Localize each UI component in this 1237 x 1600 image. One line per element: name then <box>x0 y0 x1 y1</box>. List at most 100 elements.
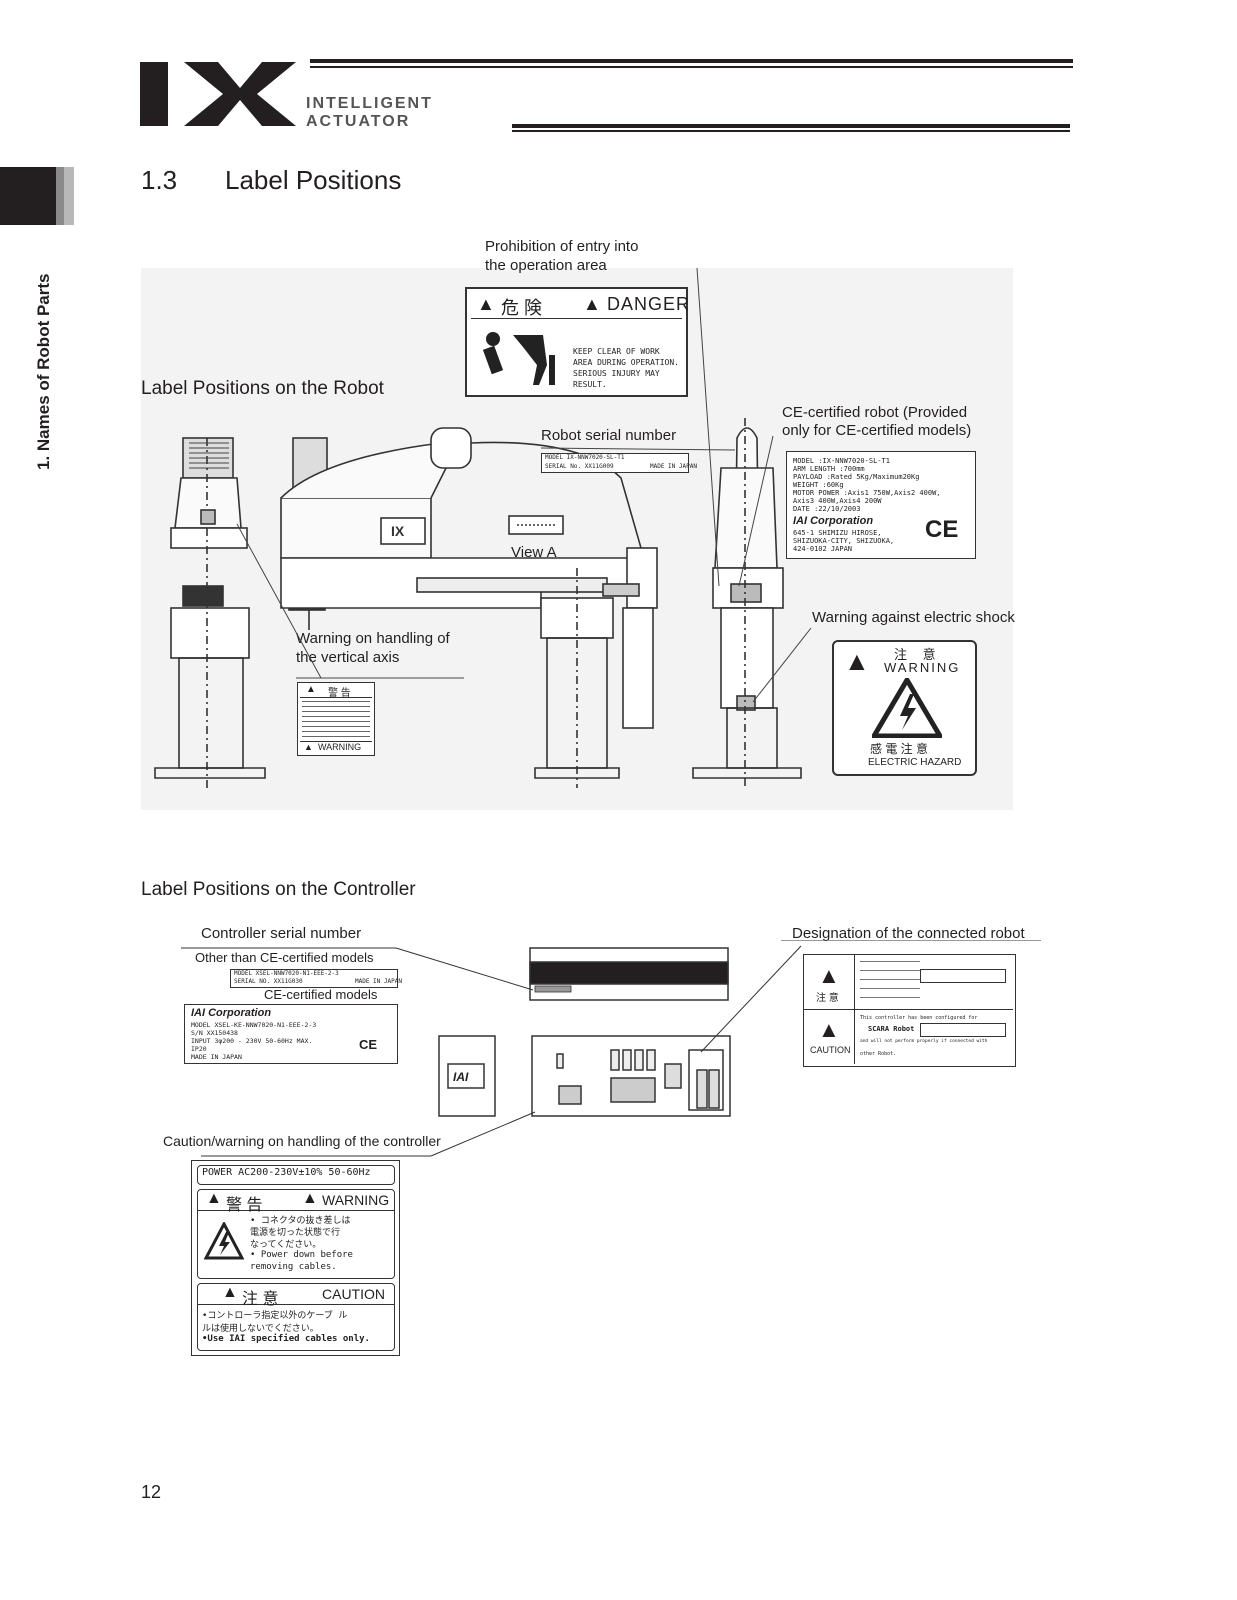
controller-drawing: IAI <box>181 940 1041 1157</box>
danger-warning-icon: ▲ <box>477 294 495 314</box>
warning-icon: ▲ <box>206 1190 222 1207</box>
ce-robot-line-6: Axis3 400W,Axis4 200W <box>793 497 882 505</box>
robot-rear-view <box>692 418 802 788</box>
shock-jp-top: 注 意 <box>894 647 942 662</box>
callout-view-a: View A <box>511 544 557 561</box>
danger-line-2: AREA DURING OPERATION. <box>573 358 679 367</box>
designation-en-line-2: and will not perform properly if connect… <box>860 1039 988 1044</box>
caution-box: ▲ 注 意 CAUTION •コントローラ指定以外のケーブ ル ルは使用しないで… <box>197 1283 395 1351</box>
non-ce-made: MADE IN JAPAN <box>355 978 402 985</box>
ce-robot-line-7: DATE :22/10/2003 <box>793 505 861 513</box>
chapter-label: 1. Names of Robot Parts <box>34 273 53 471</box>
warning-jp: 警 告 <box>226 1197 263 1214</box>
controller-front-logo: IAI <box>453 1070 469 1084</box>
danger-label: ▲ 危 険 ▲ DANGER KEEP CLEAR OF WORK AREA D… <box>465 287 691 397</box>
controller-ce-line-1: MODEL XSEL-KE-NNW7020-N1-EEE-2-3 <box>191 1021 317 1029</box>
ce-robot-address-3: 424-0102 JAPAN <box>793 545 853 553</box>
ce-robot-line-2: ARM LENGTH :700mm <box>793 465 865 473</box>
danger-jp: 危 険 <box>501 298 543 318</box>
danger-line-4: RESULT. <box>573 380 607 389</box>
callout-controller-serial: Controller serial number <box>201 925 362 942</box>
robot-serial-model: MODEL IX-NNW7020-SL-T1 <box>545 454 625 461</box>
warning-line-3: なってください。 <box>250 1240 322 1250</box>
designation-field-jp <box>920 969 1006 983</box>
lightning-hazard-icon <box>872 678 942 738</box>
ce-robot-line-5: MOTOR POWER :Axis1 750W,Axis2 400W, <box>793 489 941 497</box>
warning-line-2: 電源を切った状態で行 <box>250 1228 341 1238</box>
robot-heading: Label Positions on the Robot <box>141 378 384 399</box>
designation-warning-icon: ▲ <box>818 963 840 988</box>
shock-en-top: WARNING <box>884 660 961 675</box>
designation-en-line: This controller has been configured for <box>860 1015 978 1021</box>
controller-ce-line-4: IP20 <box>191 1045 207 1053</box>
vertical-warning-jp: 警 告 <box>328 688 351 699</box>
ce-robot-label: MODEL :IX-NNW7020-SL-T1 ARM LENGTH :700m… <box>786 451 976 559</box>
warning-icon-2: ▲ <box>302 1190 318 1207</box>
power-rating: POWER AC200-230V±10% 50-60Hz <box>202 1167 371 1178</box>
header-rule-top <box>310 59 1073 63</box>
callout-controller-caution: Caution/warning on handling of the contr… <box>163 1133 441 1149</box>
robot-side-view: IX <box>280 427 658 788</box>
callout-prohibition-line1: Prohibition of entry into <box>485 238 639 255</box>
callout-vertical-line2: the vertical axis <box>296 649 400 666</box>
electric-hazard-icon <box>204 1222 244 1260</box>
ce-robot-line-3: PAYLOAD :Rated 5Kg/Maximum20Kg <box>793 473 920 481</box>
svg-text:IX: IX <box>391 523 405 539</box>
warning-line-4: • Power down before <box>250 1250 353 1260</box>
controller-caution-label: POWER AC200-230V±10% 50-60Hz ▲ 警 告 ▲ WAR… <box>191 1160 400 1356</box>
warning-line-5: removing cables. <box>250 1262 337 1272</box>
designation-jp-text <box>860 961 920 1003</box>
controller-serial-label-non-ce: MODEL XSEL-NNW7020-N1-EEE-2-3 SERIAL NO.… <box>230 969 402 988</box>
controller-ce-line-5: MADE IN JAPAN <box>191 1053 242 1061</box>
shock-jp-bottom: 感 電 注 意 <box>870 742 929 756</box>
designation-en-caution: CAUTION <box>810 1045 851 1055</box>
designation-robot-type: SCARA Robot <box>868 1025 915 1033</box>
danger-warning-icon-2: ▲ <box>583 294 601 314</box>
section-number: 1.3 <box>141 165 178 195</box>
header-rule-top-thin <box>310 66 1073 68</box>
callout-ce-models: CE-certified models <box>264 987 378 1002</box>
non-ce-line-1: MODEL XSEL-NNW7020-N1-EEE-2-3 <box>234 970 339 977</box>
controller-ce-label: IAI Corporation MODEL XSEL-KE-NNW7020-N1… <box>184 1004 398 1064</box>
power-box: POWER AC200-230V±10% 50-60Hz <box>197 1165 395 1185</box>
robot-serial-no: SERIAL No. XX11G009 <box>545 463 614 470</box>
page-number: 12 <box>141 1482 162 1502</box>
ce-robot-company: IAI Corporation <box>793 515 874 527</box>
shock-en-bottom: ELECTRIC HAZARD <box>868 757 962 768</box>
caution-line-1: •コントローラ指定以外のケーブ ル <box>202 1311 348 1321</box>
vertical-warning-en: WARNING <box>318 742 362 752</box>
robot-drawing: IX <box>154 268 812 788</box>
logo-actuator: ACTUATOR <box>306 113 411 130</box>
caution-jp: 注 意 <box>242 1291 279 1308</box>
warning-en: WARNING <box>322 1192 390 1208</box>
callout-non-ce: Other than CE-certified models <box>195 950 374 965</box>
caution-icon: ▲ <box>222 1284 238 1301</box>
callout-ce-line1: CE-certified robot (Provided <box>782 404 968 421</box>
danger-pictogram <box>482 332 555 385</box>
ce-robot-line-4: WEIGHT :60Kg <box>793 481 844 489</box>
designation-field-en <box>920 1023 1006 1037</box>
danger-line-3: SERIOUS INJURY MAY <box>573 369 660 378</box>
designation-en-line-3: other Robot. <box>860 1051 897 1057</box>
controller-ce-mark: CE <box>359 1037 378 1052</box>
caution-line-3: •Use IAI specified cables only. <box>202 1334 370 1344</box>
callout-ce-line2: only for CE-certified models) <box>782 422 972 439</box>
designation-label: ▲ 注 意 ▲ CAUTION This controller has been… <box>803 954 1016 1067</box>
vertical-warning-icon: ▲ <box>306 684 316 695</box>
callout-vertical-line1: Warning on handling of <box>296 630 450 647</box>
warning-line-1: • コネクタの抜き差しは <box>250 1216 351 1226</box>
callout-robot-serial: Robot serial number <box>541 427 677 444</box>
shock-warning-icon: ▲ <box>844 646 870 676</box>
header-rule-bottom <box>512 124 1070 128</box>
section-title: Label Positions <box>225 165 402 195</box>
designation-jp-caution: 注 意 <box>816 993 839 1004</box>
callout-designation: Designation of the connected robot <box>792 925 1025 942</box>
robot-front-view <box>154 437 266 788</box>
callout-electric-shock: Warning against electric shock <box>812 609 1015 626</box>
warning-box: ▲ 警 告 ▲ WARNING • コネクタの抜き差しは 電源を切った状態で行 … <box>197 1189 395 1279</box>
ce-robot-line-1: MODEL :IX-NNW7020-SL-T1 <box>793 457 890 465</box>
designation-warning-icon-2: ▲ <box>818 1017 840 1042</box>
vertical-axis-warning-label: ▲ 警 告 ▲ WARNING <box>297 682 375 756</box>
caution-line-2: ルは使用しないでください。 <box>202 1324 319 1334</box>
danger-en: DANGER <box>607 294 691 314</box>
